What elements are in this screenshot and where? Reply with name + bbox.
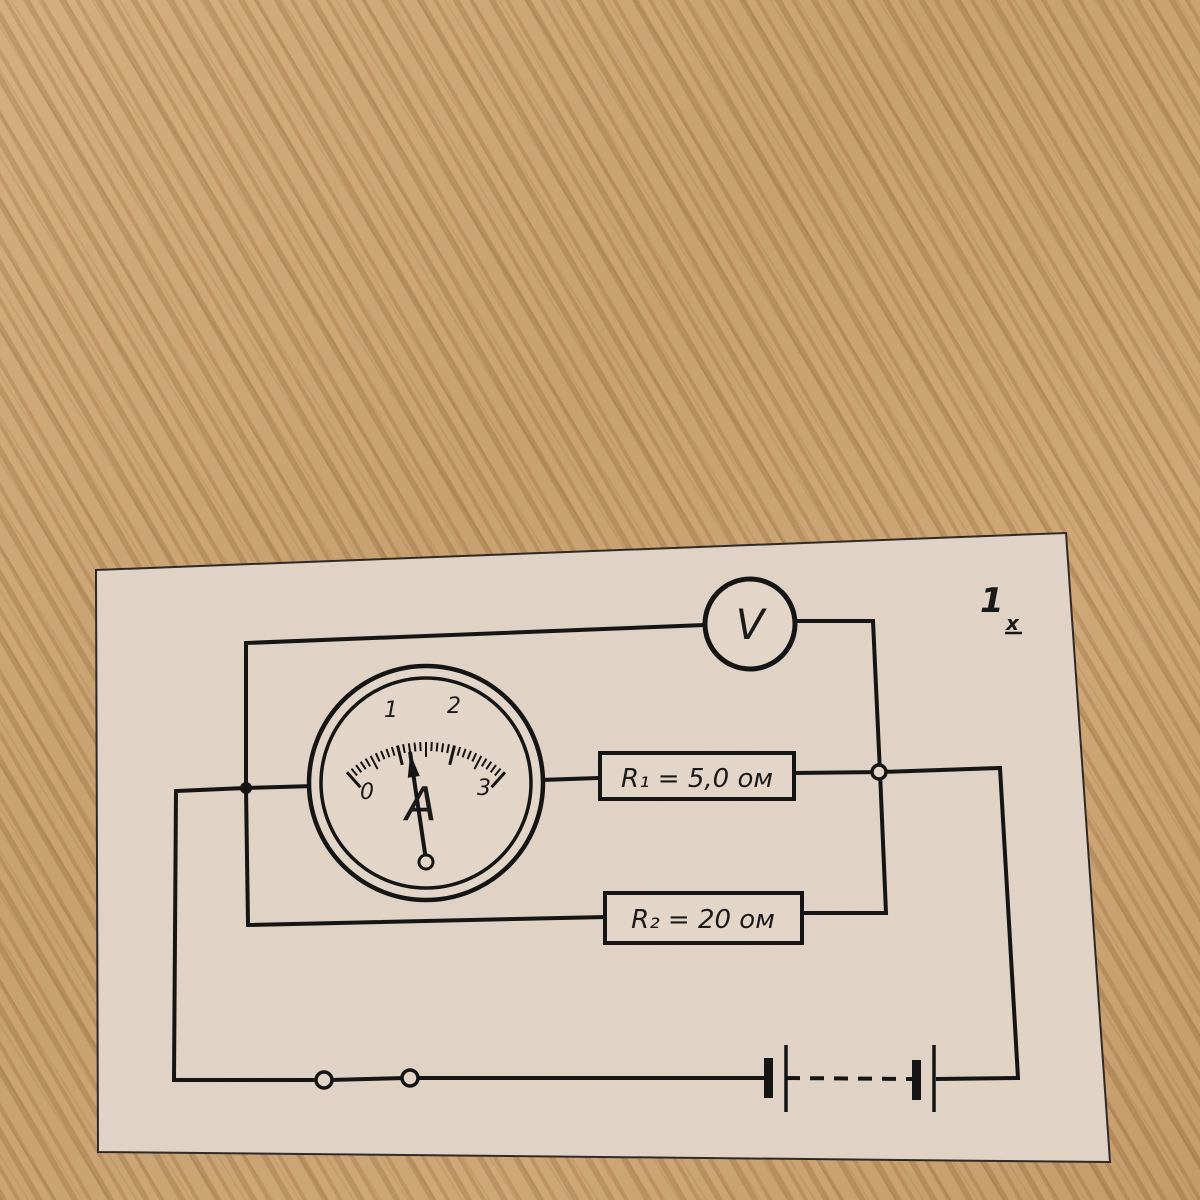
wire-bottom-branch-right <box>800 769 889 915</box>
ammeter-tick <box>473 755 483 770</box>
ammeter-scale-ticks <box>345 742 507 789</box>
ammeter-tick <box>446 744 450 754</box>
resistor-r2-box <box>603 891 804 945</box>
ammeter-tick <box>364 758 372 767</box>
switch <box>314 1068 420 1090</box>
ammeter-tick <box>359 761 367 770</box>
junction-left <box>240 782 252 794</box>
ammeter-tick <box>385 748 391 758</box>
ammeter-tick <box>466 750 472 760</box>
ammeter: 0 1 2 3 A <box>306 663 546 903</box>
switch-blade <box>327 1075 407 1083</box>
ammeter-tick <box>435 742 439 752</box>
wire-right-loop <box>877 765 1021 1082</box>
scale-label-1: 1 <box>384 698 398 723</box>
voltmeter-symbol: V <box>736 600 768 649</box>
ammeter-inner-ring <box>319 676 533 890</box>
ammeter-tick <box>350 767 358 777</box>
ammeter-tick <box>374 752 381 762</box>
circuit-wires <box>171 619 1021 1083</box>
card-number: 1 <box>980 581 1004 621</box>
task-card <box>94 531 1112 1164</box>
scale-label-2: 2 <box>447 694 461 719</box>
ammeter-tick <box>390 746 396 756</box>
resistor-r2: R₂ = 20 ом <box>603 891 804 945</box>
resistor-r1-box <box>598 751 796 801</box>
scale-label-0: 0 <box>360 780 374 805</box>
ammeter-tick <box>430 742 433 752</box>
switch-contact-right <box>400 1068 420 1088</box>
resistor-r2-label: R₂ = 20 ом <box>631 905 775 935</box>
ammeter-tick <box>494 767 502 777</box>
battery-cell1-negative <box>764 1058 773 1098</box>
card-number-sub: x <box>1005 611 1020 635</box>
ammeter-tick <box>440 743 445 753</box>
scale-label-3: 3 <box>477 776 491 801</box>
wire-voltmeter-left <box>244 622 709 790</box>
resistor-r1-label: R₁ = 5,0 ом <box>621 764 773 794</box>
ammeter-tick <box>490 771 507 789</box>
ammeter-tick <box>419 742 422 752</box>
voltmeter: V <box>702 576 798 672</box>
ammeter-tick <box>369 755 379 770</box>
card-texture <box>96 533 1110 1162</box>
ammeter-tick <box>485 761 493 770</box>
wire-node-to-ammeter <box>243 783 315 791</box>
battery-cell2-negative <box>912 1060 921 1100</box>
wire-bottom-branch-left <box>243 785 608 928</box>
ammeter-pivot <box>417 853 435 871</box>
battery <box>764 1045 936 1112</box>
resistor-r1: R₁ = 5,0 ом <box>598 751 796 801</box>
ammeter-tick <box>407 743 412 753</box>
ammeter-needle-tip <box>407 753 420 778</box>
ammeter-tick <box>413 742 417 752</box>
wire-r1-to-node <box>791 769 883 776</box>
battery-dashed-link <box>785 1076 913 1081</box>
voltmeter-circle <box>702 576 798 672</box>
ammeter-tick <box>355 764 363 773</box>
ammeter-tick <box>345 771 362 789</box>
wire-ammeter-to-r1 <box>537 775 603 783</box>
junction-right <box>870 763 888 781</box>
wire-voltmeter-right <box>793 619 883 776</box>
switch-contact-left <box>314 1070 334 1090</box>
ammeter-tick <box>456 746 462 756</box>
ammeter-tick <box>461 748 467 758</box>
ammeter-tick <box>396 745 404 766</box>
ammeter-tick <box>480 758 488 767</box>
ammeter-tick <box>489 764 497 773</box>
ammeter-tick <box>448 745 456 766</box>
ammeter-tick <box>402 744 406 754</box>
ammeter-tick <box>380 750 386 760</box>
wire-left-loop <box>171 785 320 1082</box>
ammeter-tick <box>471 752 478 762</box>
